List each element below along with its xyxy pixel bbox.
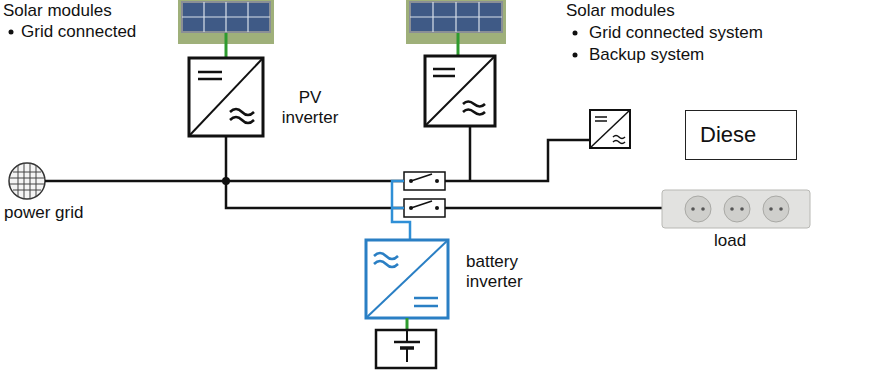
battery-inverter-symbol (366, 240, 448, 318)
transfer-switch (404, 199, 445, 217)
pv-inverter-symbol (425, 56, 495, 126)
node-text: Diese (700, 122, 756, 148)
bullet-text: Backup system (589, 45, 704, 65)
bullet (573, 31, 578, 36)
component-label: PV inverter (270, 88, 350, 128)
power-grid-icon (9, 163, 45, 199)
dc-wire (225, 33, 228, 58)
dc-wire (406, 318, 409, 330)
bullet (9, 30, 14, 35)
bullet (573, 53, 578, 58)
pv-inverter-symbol (189, 58, 263, 136)
junction-dot (222, 177, 230, 185)
bullet-text: Grid connected system (589, 23, 763, 43)
diesel-inverter-symbol (590, 110, 630, 148)
battery-symbol (376, 330, 436, 368)
ac-wiring (45, 126, 662, 208)
component-label: load (714, 231, 746, 251)
socket-strip (662, 190, 810, 228)
component-label: battery inverter (466, 252, 542, 292)
bullet-text: Grid connected (21, 22, 136, 42)
panel-caption: Solar modules (566, 1, 675, 21)
solar-panel (406, 0, 506, 44)
diesel-box: Diese (685, 110, 797, 160)
transfer-switch (404, 172, 445, 190)
battery-wiring (392, 181, 410, 240)
panel-caption: Solar modules (3, 1, 112, 21)
dc-wire (457, 33, 460, 56)
component-label: power grid (4, 203, 83, 223)
